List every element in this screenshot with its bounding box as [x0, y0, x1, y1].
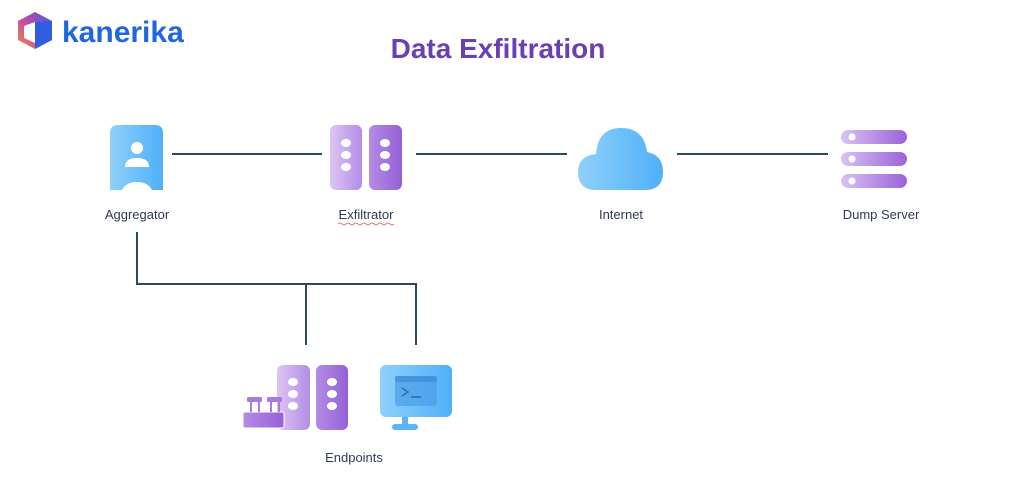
exfiltrator-node: Exfiltrator	[330, 125, 402, 226]
brand-name: kanerika	[62, 16, 184, 49]
terminal-monitor-icon	[380, 365, 452, 430]
connectors	[136, 153, 828, 345]
user-badge-icon	[110, 125, 163, 190]
internet-label: Internet	[599, 207, 643, 222]
dump-server-node: Dump Server	[841, 130, 920, 222]
spellcheck-underline	[337, 222, 395, 226]
link-aggregator-endpoints	[136, 232, 417, 345]
endpoints-label: Endpoints	[325, 450, 383, 465]
server-rack-icon	[330, 125, 402, 190]
database-server-icon	[841, 130, 907, 188]
cube-logo-icon	[18, 12, 52, 49]
aggregator-node: Aggregator	[105, 125, 170, 222]
exfiltrator-label: Exfiltrator	[339, 207, 395, 222]
endpoints-node: Endpoints	[242, 365, 452, 465]
server-with-devices-icon	[242, 365, 348, 430]
cloud-icon	[578, 128, 663, 190]
internet-node: Internet	[578, 128, 663, 222]
kanerika-logo: kanerika	[18, 12, 184, 49]
aggregator-label: Aggregator	[105, 207, 170, 222]
page-title: Data Exfiltration	[391, 33, 606, 64]
dump-server-label: Dump Server	[843, 207, 920, 222]
